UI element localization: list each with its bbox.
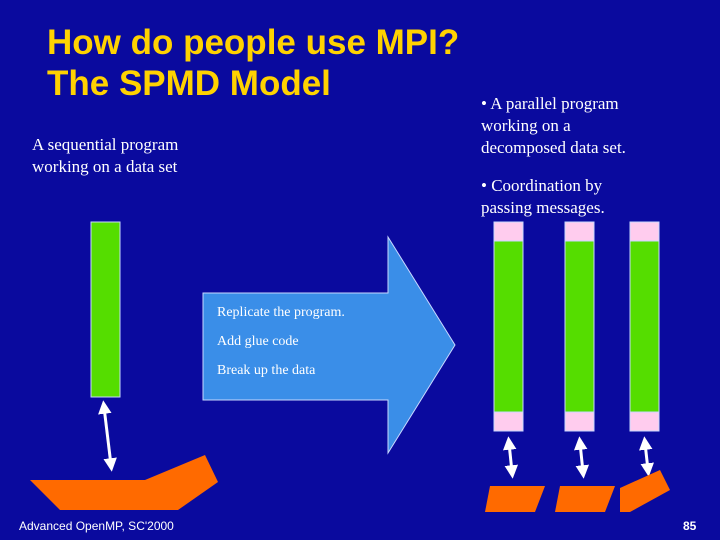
program-copy-2 [565, 241, 594, 412]
double-arrow-icon [580, 443, 583, 472]
program-copy-3 [630, 241, 659, 412]
glue-code-bottom-1 [494, 412, 523, 431]
glue-code-top-2 [565, 222, 594, 241]
data-piece-2 [555, 486, 615, 512]
sequential-program-bar [91, 222, 120, 397]
step-replicate: Replicate the program. [217, 305, 345, 321]
page-number: 85 [683, 519, 696, 533]
step-glue-code: Add glue code [217, 334, 299, 350]
footer-label: Advanced OpenMP, SC'2000 [19, 519, 174, 533]
double-arrow-icon [509, 443, 512, 472]
step-break-data: Break up the data [217, 363, 315, 379]
double-arrow-icon [645, 443, 648, 470]
data-piece-1 [485, 486, 545, 512]
glue-code-bottom-3 [630, 412, 659, 431]
glue-code-top-1 [494, 222, 523, 241]
glue-code-bottom-2 [565, 412, 594, 431]
data-piece-3 [620, 470, 670, 512]
sequential-data-set [30, 480, 150, 510]
sequential-data-set-piece [145, 455, 218, 510]
double-arrow-icon [104, 407, 111, 465]
program-copy-1 [494, 241, 523, 412]
glue-code-top-3 [630, 222, 659, 241]
